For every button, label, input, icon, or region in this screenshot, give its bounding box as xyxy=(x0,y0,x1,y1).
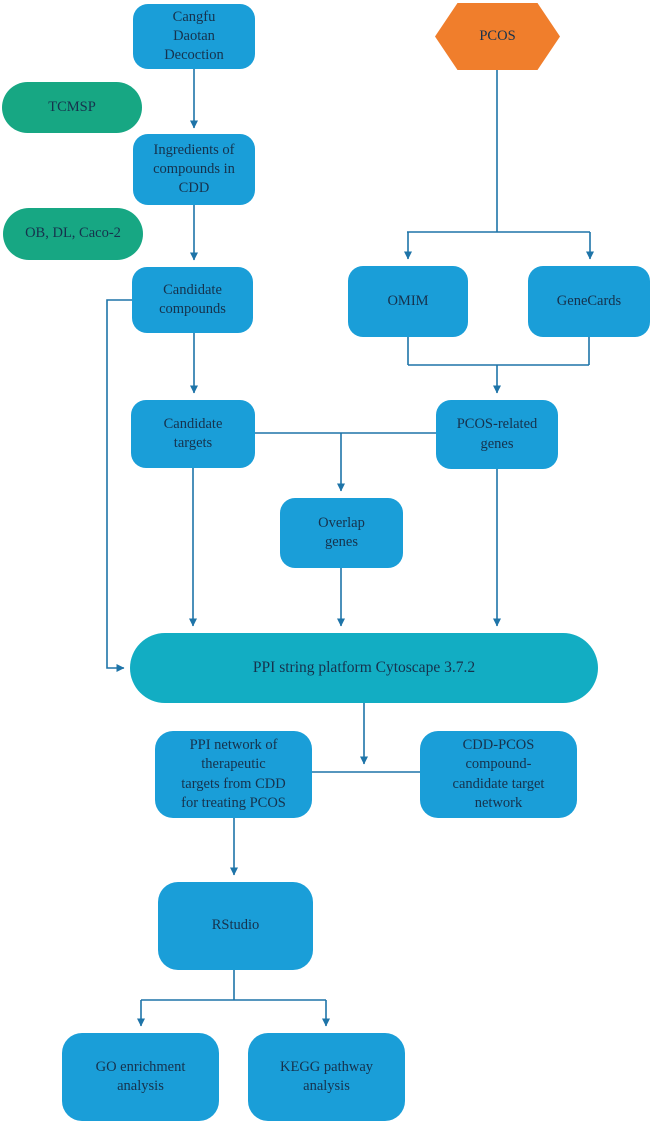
node-candidate-compounds: Candidate compounds xyxy=(132,267,253,333)
node-overlap-genes: Overlap genes xyxy=(280,498,403,568)
node-pcos-related-genes: PCOS-related genes xyxy=(436,400,558,469)
node-kegg-pathway-analysis: KEGG pathway analysis xyxy=(248,1033,405,1121)
edge-pcos-split xyxy=(407,70,590,233)
node-label: Candidate targets xyxy=(163,415,223,451)
node-omim: OMIM xyxy=(348,266,468,337)
node-label: PCOS-related genes xyxy=(456,416,538,452)
node-cangfu-daotan-decoction: Cangfu Daotan Decoction xyxy=(133,4,255,69)
node-ppi-string-platform: PPI string platform Cytoscape 3.7.2 xyxy=(130,633,598,703)
node-label: GO enrichment analysis xyxy=(95,1058,186,1094)
node-label: PCOS xyxy=(479,27,516,44)
node-cdd-pcos-target-network: CDD-PCOS compound- candidate target netw… xyxy=(420,731,577,818)
edge-omim-genecards-join xyxy=(407,337,590,366)
node-label: PPI network of therapeutic targets from … xyxy=(181,737,286,811)
node-ppi-network-of-targets: PPI network of therapeutic targets from … xyxy=(155,731,312,818)
node-label: Candidate compounds xyxy=(159,281,226,317)
node-go-enrichment-analysis: GO enrichment analysis xyxy=(62,1033,219,1121)
node-rstudio: RStudio xyxy=(158,882,313,970)
node-label: Cangfu Daotan Decoction xyxy=(164,8,224,64)
node-label: GeneCards xyxy=(556,292,622,309)
edge-rstudio-split xyxy=(141,970,326,1001)
node-label: KEGG pathway analysis xyxy=(279,1058,374,1094)
node-label: OB, DL, Caco-2 xyxy=(25,225,121,242)
node-pcos: PCOS xyxy=(435,3,560,70)
node-label: TCMSP xyxy=(48,98,96,115)
edge-compounds-bypass-ppi xyxy=(106,299,132,672)
node-genecards: GeneCards xyxy=(528,266,650,337)
node-ingredients-of-compounds: Ingredients of compounds in CDD xyxy=(133,134,255,205)
node-label: RStudio xyxy=(211,917,260,934)
node-ob-dl-caco2: OB, DL, Caco-2 xyxy=(3,208,143,260)
node-label: CDD-PCOS compound- candidate target netw… xyxy=(452,737,545,811)
node-candidate-targets: Candidate targets xyxy=(131,400,255,468)
node-tcmsp: TCMSP xyxy=(2,82,142,133)
node-label: OMIM xyxy=(387,292,429,309)
node-label: Overlap genes xyxy=(318,514,365,550)
node-label: PPI string platform Cytoscape 3.7.2 xyxy=(252,658,476,676)
node-label: Ingredients of compounds in CDD xyxy=(153,141,235,197)
